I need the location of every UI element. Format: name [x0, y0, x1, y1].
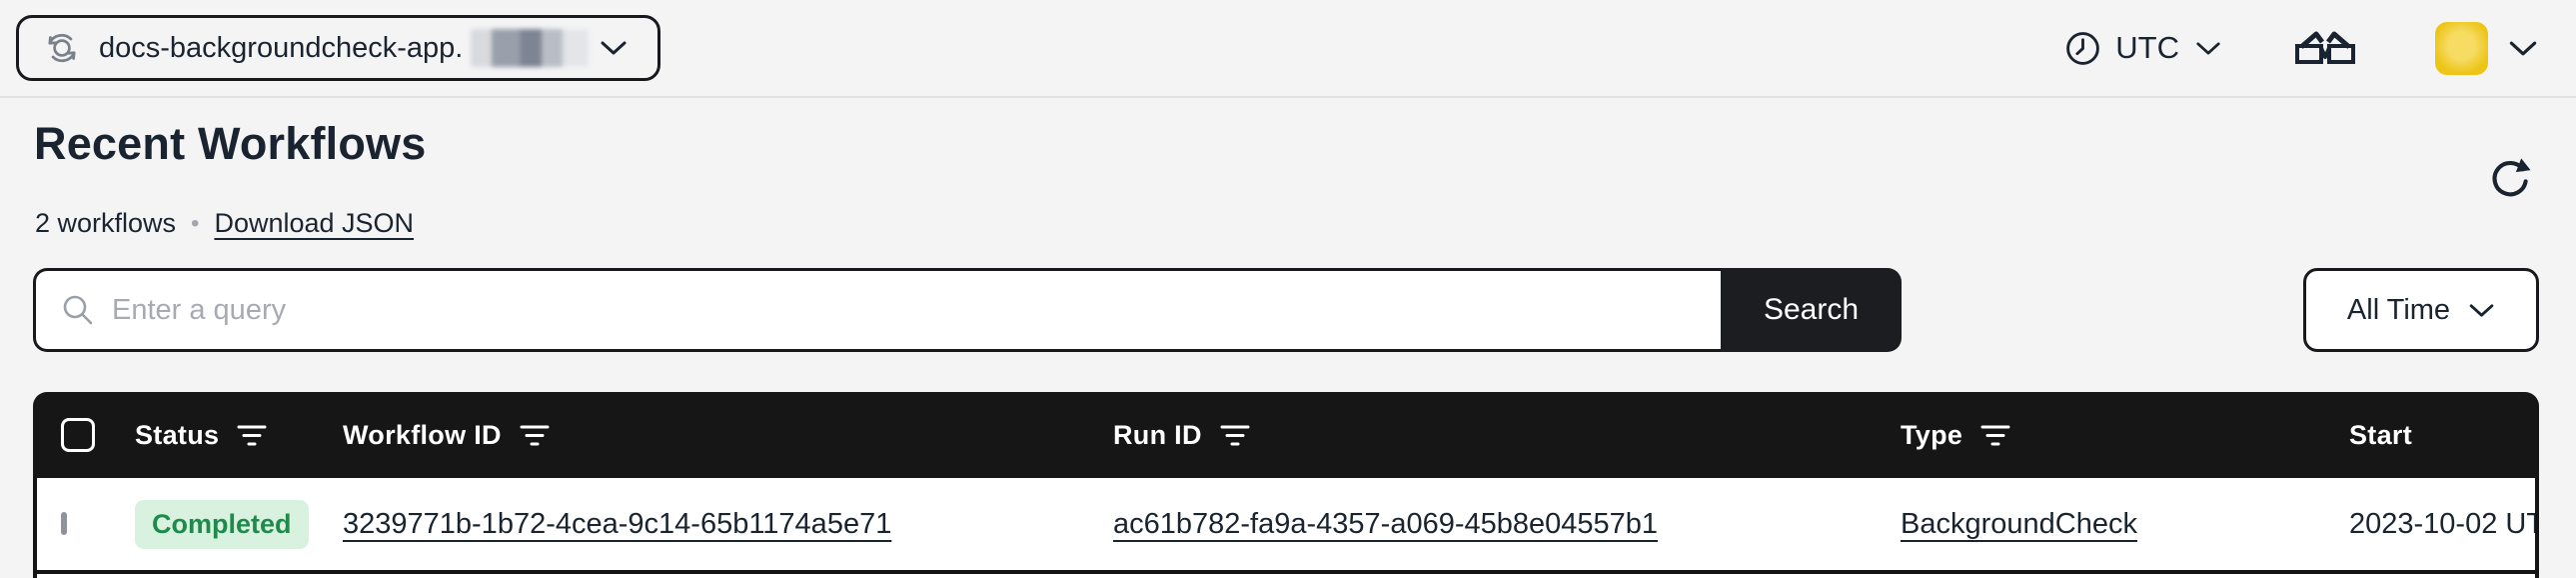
- timezone-label: UTC: [2115, 30, 2179, 65]
- column-label: Start: [2349, 419, 2413, 450]
- timezone-selector[interactable]: UTC: [2064, 30, 2221, 67]
- filter-icon[interactable]: [1978, 422, 2012, 449]
- header-cell-status: Status: [135, 420, 343, 451]
- time-range-label: All Time: [2346, 293, 2451, 326]
- query-input[interactable]: [112, 293, 1701, 327]
- namespace-label: docs-backgroundcheck-app.: [99, 31, 464, 64]
- row-cell-start: 2023-10-02 UTC: [2349, 508, 2535, 541]
- workflow-count-line: 2 workflows • Download JSON: [35, 208, 414, 239]
- select-all-checkbox[interactable]: [61, 418, 95, 452]
- column-label: Run ID: [1113, 419, 1202, 450]
- row-cell-workflow-id: 3239771b-1b72-4cea-9c14-65b1174a5e71: [343, 508, 1113, 541]
- page-title: Recent Workflows: [34, 118, 427, 169]
- search-button[interactable]: Search: [1721, 268, 1902, 352]
- topbar-right-cluster: UTC: [2064, 21, 2538, 75]
- workflow-type-link[interactable]: BackgroundCheck: [1901, 507, 2137, 540]
- column-label: Type: [1901, 419, 1963, 450]
- table-row[interactable]: Completed 3239771b-1b72-4cea-9c14-65b117…: [33, 478, 2539, 574]
- row-cell-run-id: ac61b782-fa9a-4357-a069-45b8e04557b1: [1113, 508, 1901, 541]
- namespace-redacted-text: [471, 29, 590, 67]
- user-menu[interactable]: [2435, 21, 2538, 75]
- workflow-count: 2 workflows: [35, 208, 177, 238]
- labs-glasses-icon[interactable]: [2293, 27, 2357, 69]
- row-cell-checkbox: [61, 512, 135, 535]
- namespace-switcher-icon: [43, 29, 81, 67]
- search-row: Search All Time: [33, 268, 2539, 352]
- header-cell-checkbox: [61, 418, 135, 452]
- status-badge: Completed: [135, 499, 309, 549]
- workflows-table: Status Workflow ID Run ID: [33, 392, 2539, 578]
- namespace-selector[interactable]: docs-backgroundcheck-app.: [16, 15, 660, 81]
- top-navigation-bar: docs-backgroundcheck-app. UTC: [0, 0, 2576, 98]
- chevron-down-icon: [2508, 39, 2538, 58]
- run-id-link[interactable]: ac61b782-fa9a-4357-a069-45b8e04557b1: [1113, 507, 1659, 540]
- header-cell-start: Start: [2349, 420, 2539, 451]
- header-cell-type: Type: [1901, 420, 2349, 451]
- clock-icon: [2064, 30, 2101, 67]
- download-json-link[interactable]: Download JSON: [214, 208, 415, 238]
- table-row-stub: [33, 574, 2539, 578]
- filter-icon[interactable]: [235, 422, 269, 449]
- filter-icon[interactable]: [518, 422, 552, 449]
- header-cell-workflow-id: Workflow ID: [343, 420, 1113, 451]
- query-input-container: [33, 268, 1721, 352]
- chevron-down-icon: [2195, 40, 2221, 57]
- refresh-button[interactable]: [2485, 155, 2532, 202]
- column-label: Status: [135, 419, 220, 450]
- row-cell-status: Completed: [135, 499, 343, 549]
- refresh-icon: [2485, 155, 2532, 202]
- row-cell-type: BackgroundCheck: [1901, 508, 2349, 541]
- avatar: [2435, 21, 2488, 75]
- workflow-id-link[interactable]: 3239771b-1b72-4cea-9c14-65b1174a5e71: [343, 507, 892, 540]
- chevron-down-icon: [600, 39, 628, 57]
- start-time: 2023-10-02 UTC: [2349, 507, 2535, 540]
- header-cell-run-id: Run ID: [1113, 420, 1901, 451]
- row-checkbox[interactable]: [61, 512, 67, 535]
- dot-separator: •: [191, 209, 200, 237]
- table-header-row: Status Workflow ID Run ID: [33, 392, 2539, 478]
- query-search-combo: Search: [33, 268, 1902, 352]
- search-icon: [60, 292, 96, 328]
- filter-icon[interactable]: [1218, 422, 1252, 449]
- chevron-down-icon: [2468, 302, 2495, 319]
- column-label: Workflow ID: [343, 419, 502, 450]
- time-range-filter[interactable]: All Time: [2303, 268, 2539, 352]
